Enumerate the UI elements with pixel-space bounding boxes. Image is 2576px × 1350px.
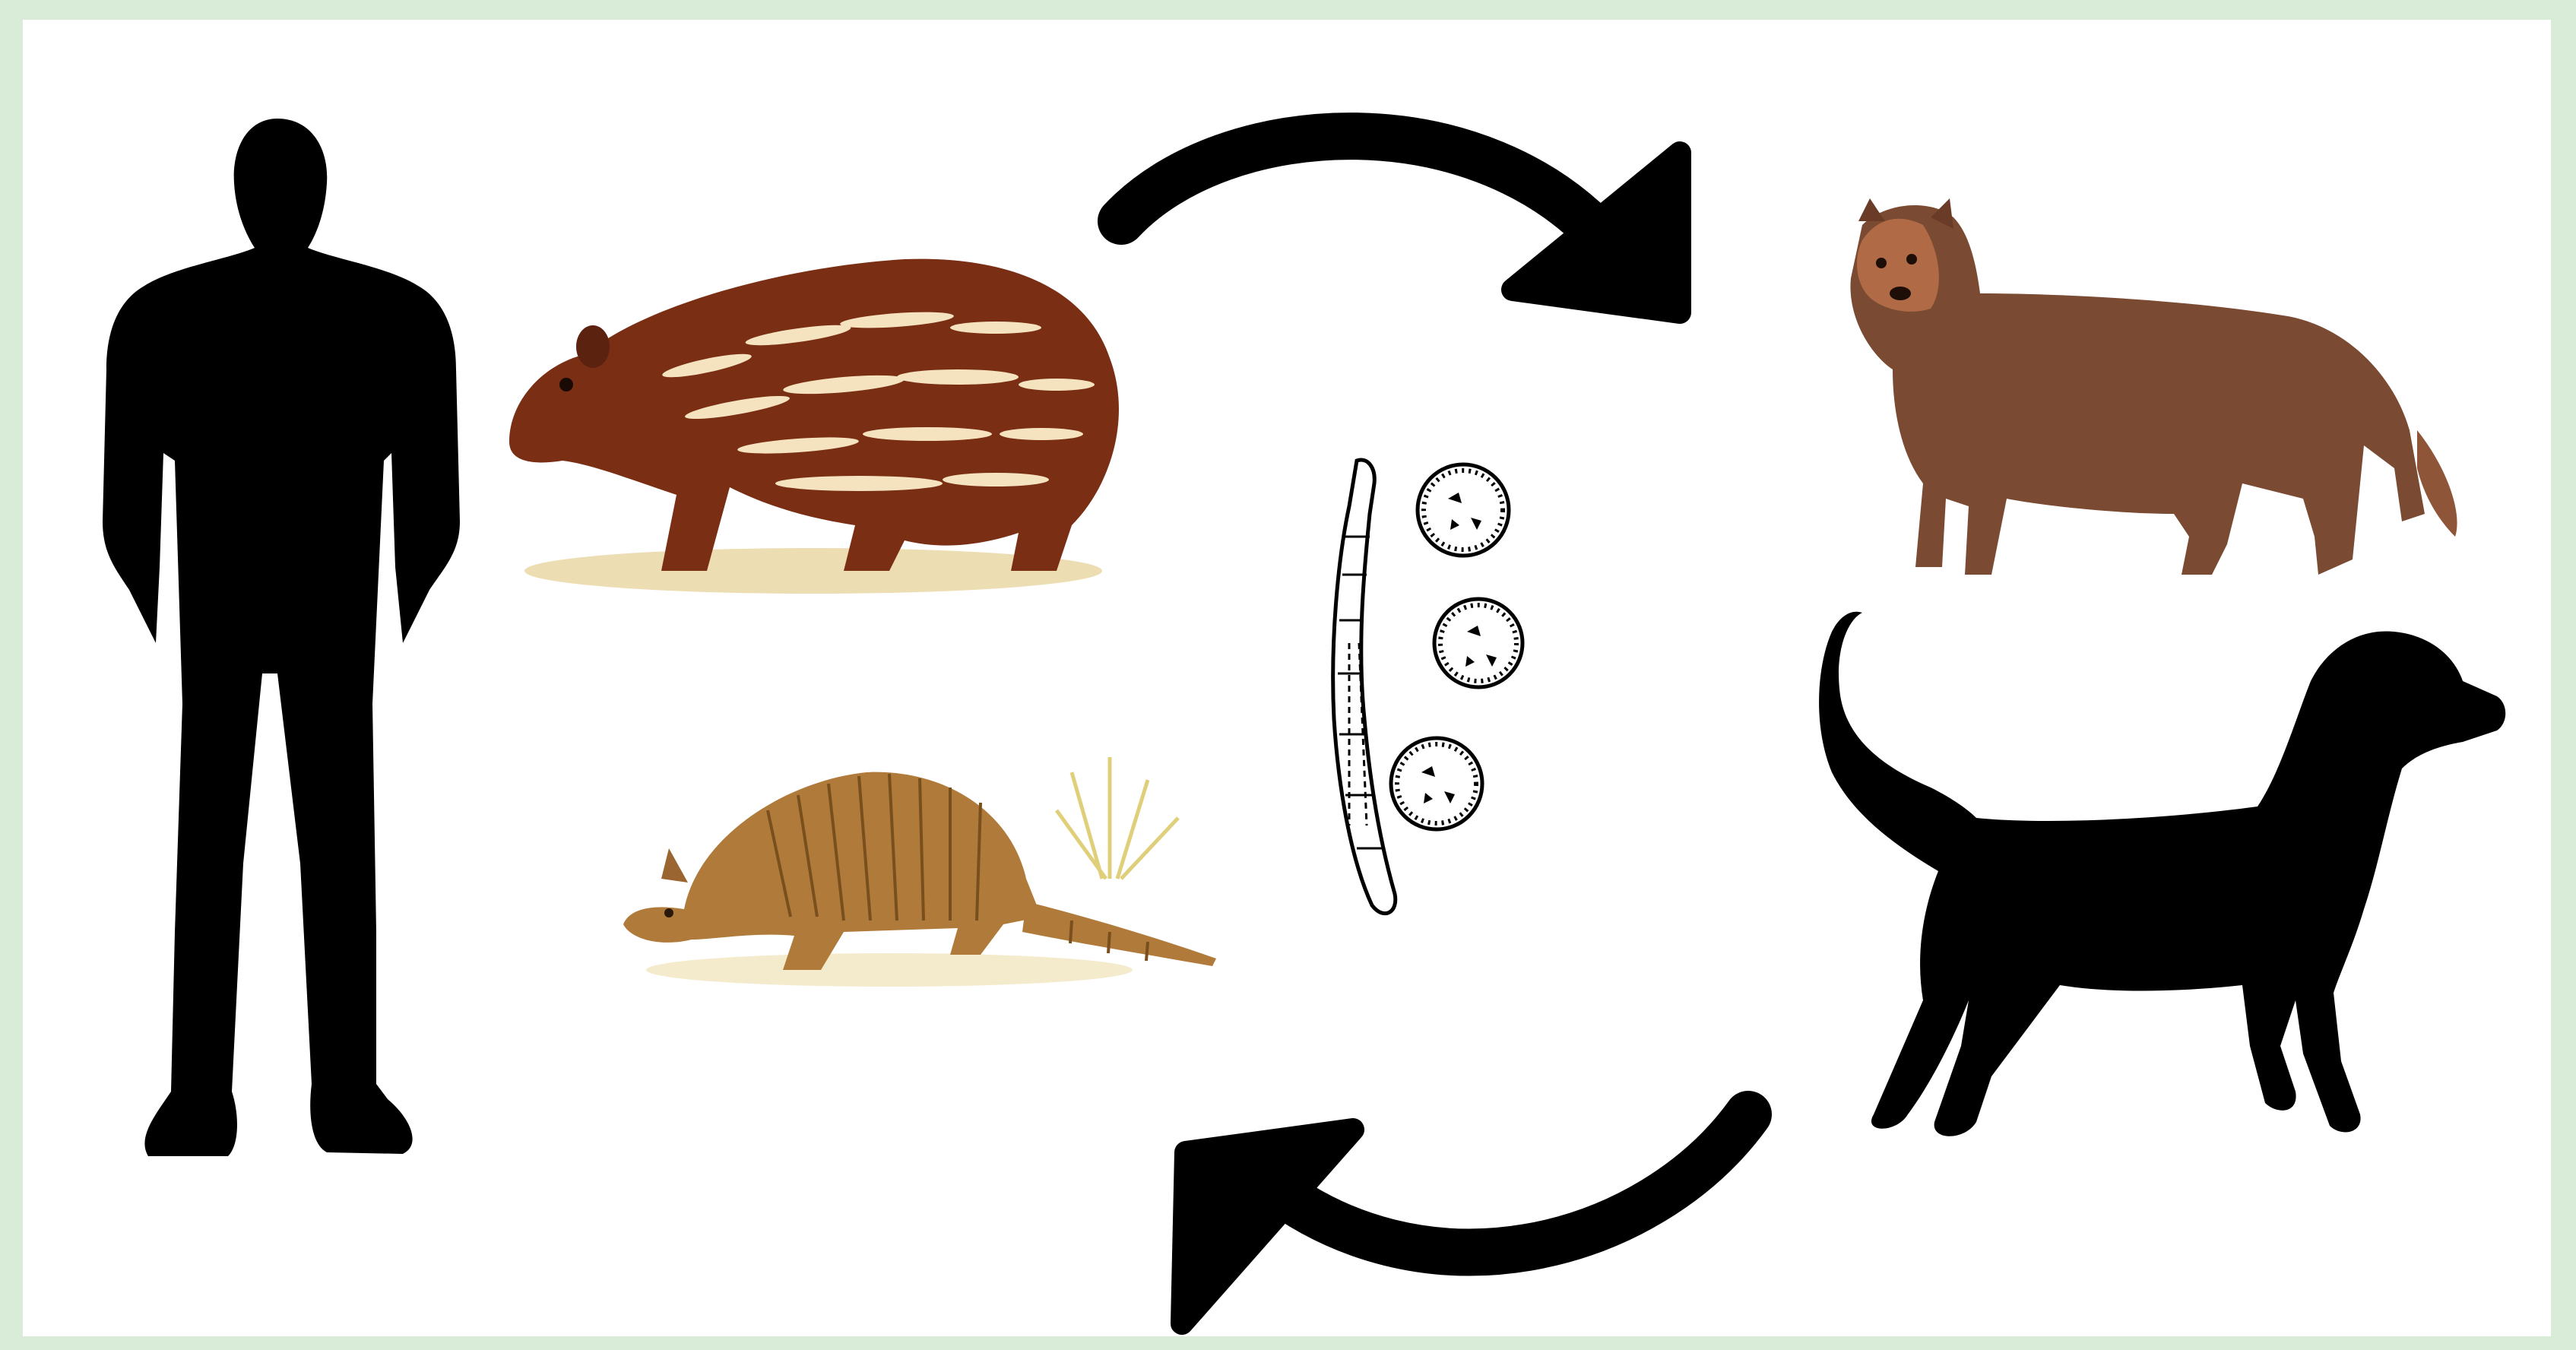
paca-illustration-icon xyxy=(479,214,1163,609)
dog-silhouette-icon xyxy=(1809,590,2524,1168)
diagram-panel xyxy=(23,20,2551,1336)
curved-arrow-right-icon xyxy=(1087,88,1741,362)
curved-arrow-left-icon xyxy=(1133,1061,1786,1350)
echinococcus-parasite-and-eggs-icon xyxy=(1285,445,1589,932)
human-silhouette-icon xyxy=(84,96,486,1160)
bush-dog-illustration-icon xyxy=(1817,179,2486,635)
armadillo-illustration-icon xyxy=(616,727,1254,1016)
